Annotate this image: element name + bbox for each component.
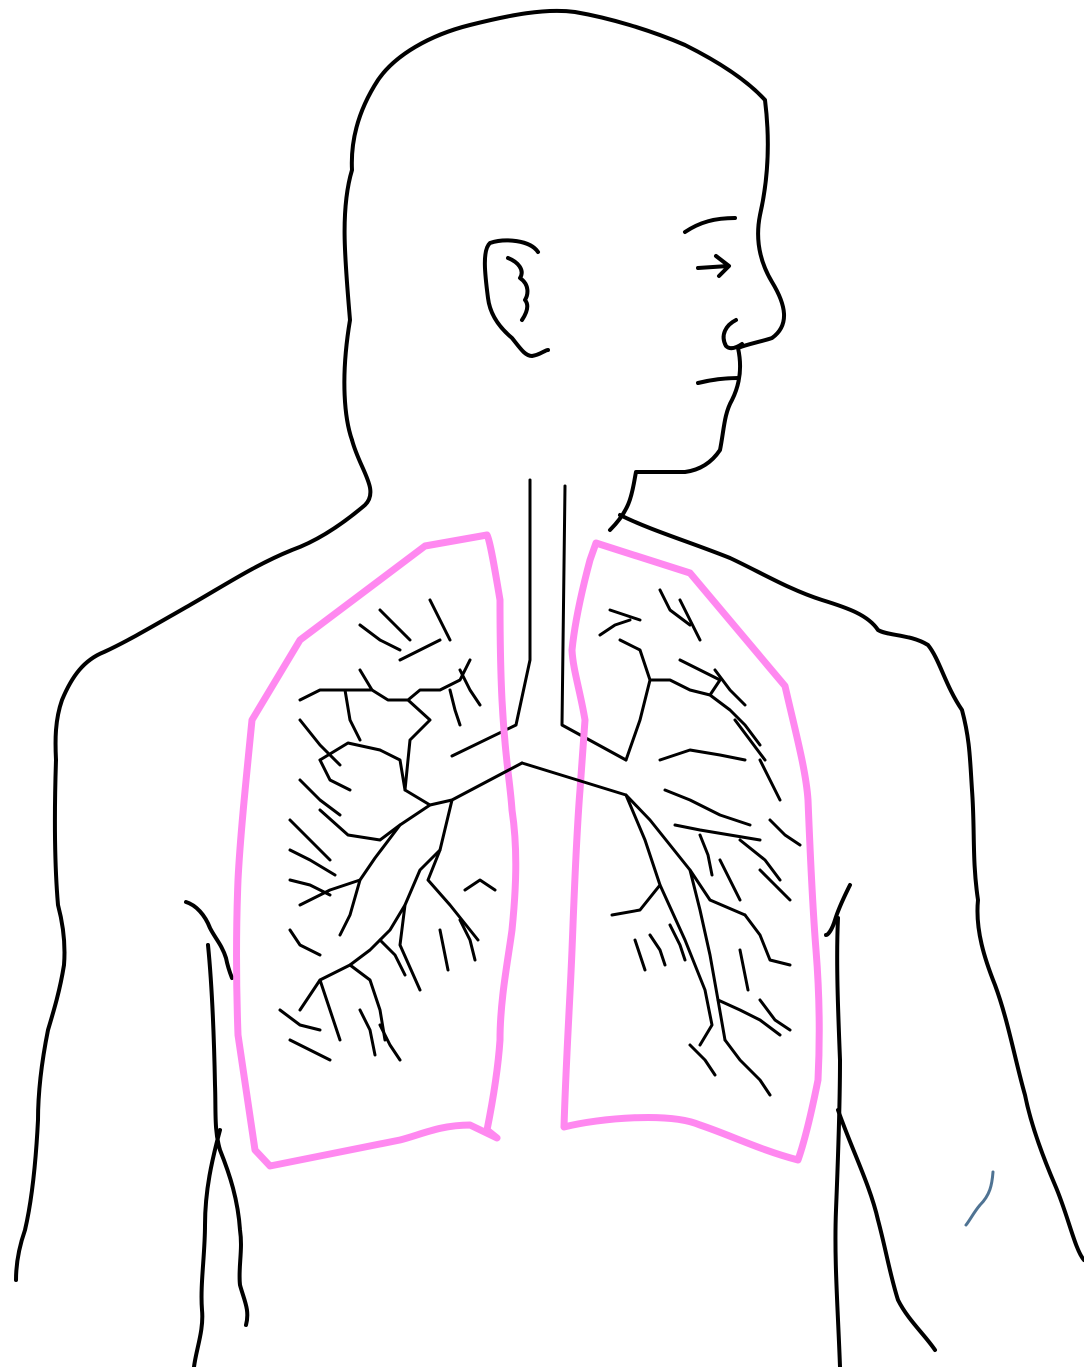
stray-mark (966, 1172, 993, 1225)
bronchial-tree-left (280, 600, 522, 1060)
trachea (452, 480, 626, 760)
ear-outline (485, 240, 548, 356)
left-arm-outer (194, 1130, 220, 1367)
right-arm-outer (838, 1110, 935, 1350)
head-back-of-neck (56, 440, 371, 760)
eye (698, 256, 729, 276)
left-side-torso (16, 760, 65, 1280)
mouth (698, 378, 738, 383)
right-lung-outline (564, 543, 819, 1160)
eyebrow (685, 218, 735, 232)
head-outline (344, 11, 784, 530)
left-lung-outline (237, 535, 516, 1166)
nostril (724, 320, 742, 348)
trachea-left-wall (452, 480, 530, 756)
ear-detail (508, 258, 527, 320)
right-arm-line (835, 918, 840, 1367)
left-arm-line (208, 945, 247, 1325)
lungs (237, 535, 820, 1166)
body-outline (16, 11, 1084, 1367)
